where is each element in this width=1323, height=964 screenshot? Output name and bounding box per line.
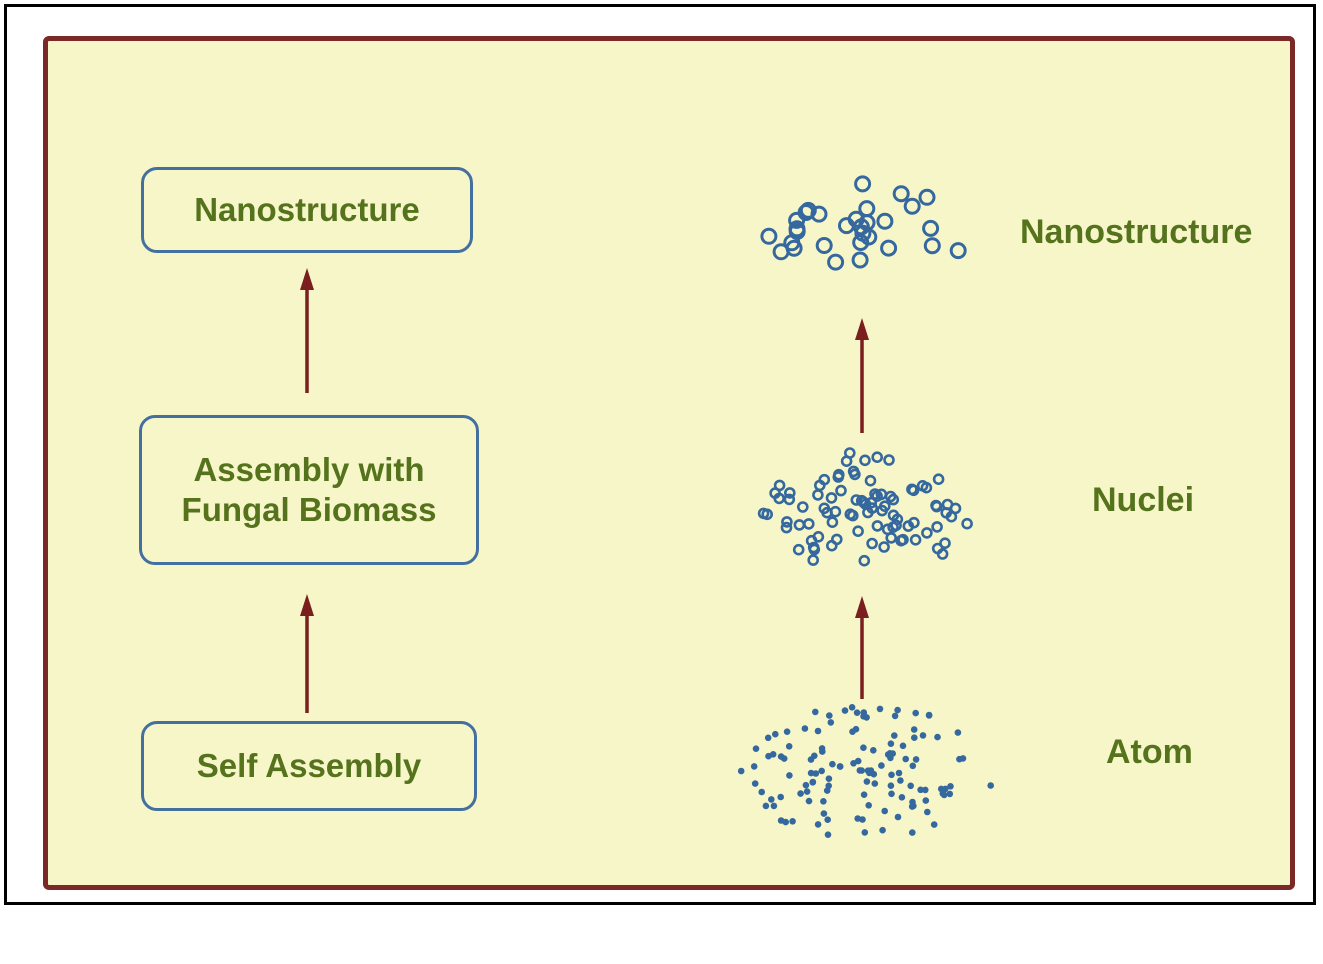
up-arrow-icon [855, 318, 869, 433]
up-arrow-icon [855, 596, 869, 699]
diagram-outer-frame: Nanostructure Assembly with Fungal Bioma… [4, 4, 1316, 905]
up-arrow-icon [300, 268, 314, 393]
flow-box-self-assembly-label: Self Assembly [196, 746, 422, 784]
stage-label-nuclei: Nuclei [1092, 481, 1195, 519]
flow-box-self-assembly: Self Assembly [141, 721, 477, 811]
flow-box-assembly-with-fungal-biomass: Assembly with Fungal Biomass [139, 415, 479, 565]
up-arrow-icon [300, 594, 314, 713]
dot-cluster-atom [734, 702, 999, 844]
stage-label-atom: Atom [1106, 733, 1193, 771]
stage-label-nanostructure: Nanostructure [1020, 213, 1253, 251]
flow-box-nanostructure-label: Nanostructure [194, 190, 420, 228]
diagram-panel: Nanostructure Assembly with Fungal Bioma… [43, 36, 1295, 890]
dot-cluster-nuclei [744, 435, 999, 577]
dot-cluster-nanostructure [744, 172, 994, 290]
flow-box-assembly-label: Assembly with Fungal Biomass [181, 450, 437, 528]
flow-box-nanostructure: Nanostructure [141, 167, 473, 253]
